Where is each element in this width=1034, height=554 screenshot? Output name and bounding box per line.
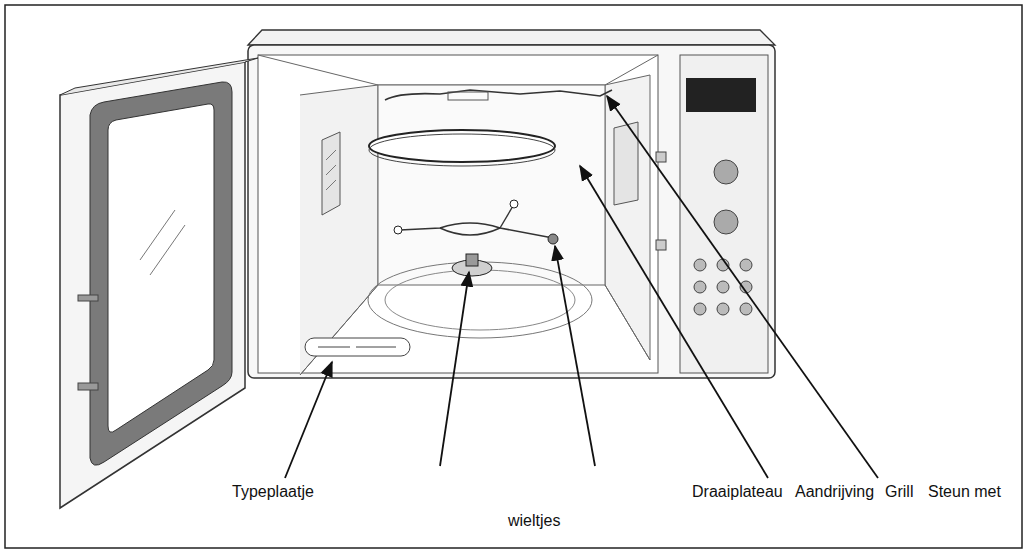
cavity-floor-edge — [300, 285, 378, 375]
button — [694, 281, 706, 293]
button — [694, 259, 706, 271]
turntable-rim — [369, 134, 555, 166]
button — [740, 303, 752, 315]
cavity-back-wall — [378, 85, 605, 285]
leader-line — [440, 272, 469, 466]
vent-slot — [326, 180, 336, 190]
leader-line — [580, 166, 768, 478]
part-label: Steun met — [928, 483, 1001, 501]
display — [686, 78, 756, 112]
glass-reflection — [150, 225, 185, 275]
leader-line — [555, 246, 595, 466]
cavity-edge — [258, 55, 658, 85]
door-window-frame — [90, 82, 232, 465]
door-latch — [656, 240, 666, 250]
door-latch — [656, 152, 666, 162]
part-label: Draaiplateau — [692, 483, 783, 501]
coupling-shaft — [466, 254, 478, 266]
frame — [5, 5, 1022, 548]
roller-wheel — [548, 234, 558, 244]
floor-recess — [385, 270, 575, 330]
rating-plate-line — [356, 347, 396, 348]
button — [717, 303, 729, 315]
leader-line — [607, 96, 878, 478]
roller-arm — [500, 206, 513, 228]
part-label: Typeplaatje — [232, 483, 314, 501]
door — [60, 62, 245, 508]
roller-wheel — [394, 226, 402, 234]
door-hook — [78, 383, 98, 390]
door-window — [108, 104, 214, 432]
vent — [322, 132, 340, 215]
vent-slots — [326, 150, 336, 190]
turntable — [369, 130, 555, 162]
vent-slot — [326, 150, 336, 160]
part-label: wieltjes — [508, 512, 560, 530]
glass-reflection — [140, 210, 175, 260]
roller-ring — [440, 228, 500, 235]
part-label: Grill — [885, 483, 913, 501]
grill-element — [385, 90, 612, 100]
button — [740, 259, 752, 271]
rating-plate — [305, 338, 410, 356]
vent-slot — [326, 165, 336, 175]
leader-line — [285, 362, 332, 478]
cavity-left-wall — [300, 85, 378, 375]
knob — [714, 210, 738, 234]
front-face — [248, 45, 775, 378]
rating-plate-line — [318, 347, 350, 348]
roller-wheel — [510, 200, 518, 208]
part-label: Aandrijving — [795, 483, 874, 501]
leader-lines — [285, 96, 878, 478]
door-hook — [78, 295, 98, 301]
cavity-floor-edge — [605, 285, 650, 360]
grill-bracket — [448, 92, 488, 100]
top-face — [248, 30, 775, 45]
button — [717, 281, 729, 293]
button — [694, 303, 706, 315]
knob — [714, 160, 738, 184]
control-panel — [680, 55, 768, 373]
roller-ring — [400, 223, 553, 238]
